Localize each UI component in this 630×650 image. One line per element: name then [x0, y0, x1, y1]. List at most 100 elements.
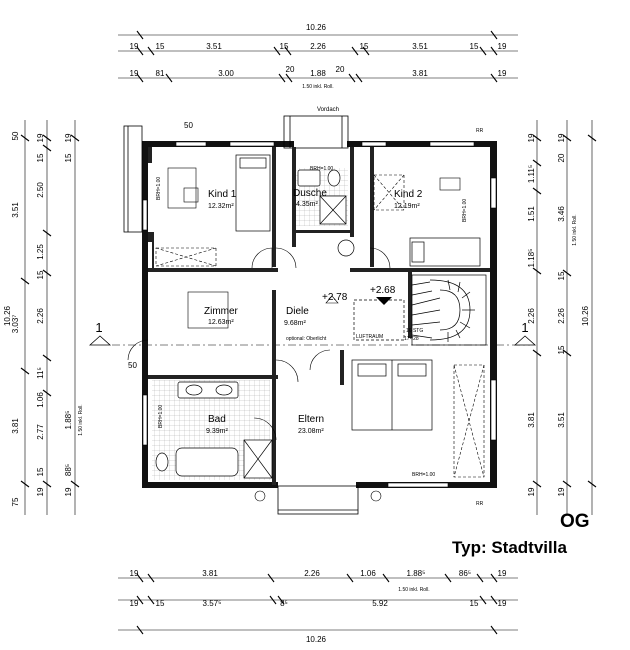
dim-left-mid: 19 15 2.50 1.25 15 2.26 11⁵ 1.06 2.77 15…	[36, 133, 45, 496]
svg-text:15: 15	[280, 42, 289, 51]
brh-eltern: BRH=1.00	[412, 472, 435, 478]
level-diele: +2.78	[322, 292, 348, 303]
svg-text:15: 15	[36, 270, 45, 279]
svg-text:20: 20	[336, 65, 345, 74]
svg-text:15: 15	[156, 42, 165, 51]
svg-text:3.51: 3.51	[206, 42, 222, 51]
room-kind2: Kind 2 12.19m²	[394, 189, 423, 210]
svg-text:15: 15	[470, 599, 479, 608]
staircase	[353, 274, 487, 346]
svg-text:Dusche: Dusche	[293, 188, 327, 199]
dimension-bottom	[118, 573, 518, 635]
svg-text:2.50: 2.50	[36, 182, 45, 198]
svg-text:1.06: 1.06	[36, 392, 45, 408]
room-eltern: Eltern 23.08m²	[298, 414, 324, 435]
dim-left-note: 1.50 inkl. Roll.	[78, 404, 84, 435]
svg-text:Bad: Bad	[208, 414, 226, 425]
dim-left-outer: 50 3.51 3.03⁷ 3.81 75	[11, 131, 20, 506]
svg-text:19: 19	[498, 569, 507, 578]
dim-left-inner: 19 15 1.88⁵ 88⁵ 19	[64, 133, 73, 496]
svg-text:88⁵: 88⁵	[64, 464, 73, 476]
svg-text:12.63m²: 12.63m²	[208, 319, 234, 326]
vordach-label: Vordach	[317, 107, 339, 113]
fifty-left: 50	[128, 361, 137, 370]
dim-right-mid: 19 1.11⁵ 1.51 1.18⁵ 2.26 3.81 19	[527, 133, 536, 496]
dim-right-total: 10.26	[581, 305, 590, 326]
section-marker-right: 1	[513, 320, 537, 346]
svg-text:15: 15	[470, 42, 479, 51]
svg-text:1.18⁵: 1.18⁵	[527, 249, 536, 268]
downpipe-left-icon	[254, 490, 266, 502]
left-balcony	[123, 125, 143, 233]
svg-text:19: 19	[527, 487, 536, 496]
svg-text:3.51: 3.51	[11, 202, 20, 218]
type-title: Typ: Stadtvilla	[452, 538, 567, 557]
svg-text:1.25: 1.25	[36, 244, 45, 260]
svg-text:19: 19	[498, 599, 507, 608]
svg-text:19: 19	[130, 69, 139, 78]
svg-text:4.35m²: 4.35m²	[296, 201, 318, 208]
svg-text:2.26: 2.26	[557, 308, 566, 324]
svg-text:1.88⁵: 1.88⁵	[64, 411, 73, 430]
svg-text:3.81: 3.81	[412, 69, 428, 78]
svg-text:11⁵: 11⁵	[36, 367, 45, 379]
level-stair: +2.68	[370, 285, 396, 296]
dim-right-note: 1.50 inkl. Roll.	[572, 214, 578, 245]
svg-text:1: 1	[521, 320, 528, 335]
svg-text:Eltern: Eltern	[298, 414, 324, 425]
dim-top-total: 10.26	[306, 23, 327, 32]
bath-fixtures	[155, 381, 273, 479]
windows	[142, 141, 497, 488]
dim-top-row1: 19 15 3.51 15 2.26 15 3.51 15 19	[130, 42, 507, 51]
room-dusche: Dusche 4.35m²	[293, 188, 327, 208]
luftraum-label: LUFTRAUM	[356, 334, 383, 340]
svg-text:2.26: 2.26	[304, 569, 320, 578]
downpipe-right-icon	[370, 490, 382, 502]
fifty-top: 50	[184, 121, 193, 130]
svg-text:15: 15	[360, 42, 369, 51]
svg-text:19: 19	[527, 133, 536, 142]
vordach	[283, 115, 349, 149]
svg-text:15: 15	[156, 599, 165, 608]
svg-text:1.06: 1.06	[360, 569, 376, 578]
room-kind1: Kind 1 12.32m²	[208, 189, 237, 210]
svg-text:19: 19	[64, 133, 73, 142]
svg-text:15: 15	[36, 467, 45, 476]
svg-text:12.19m²: 12.19m²	[394, 203, 420, 210]
svg-text:1.11⁵: 1.11⁵	[527, 165, 536, 183]
option-label: optional: Oberlicht	[286, 336, 327, 342]
svg-text:Kind 1: Kind 1	[208, 189, 237, 200]
svg-text:19: 19	[557, 487, 566, 496]
svg-text:3.51: 3.51	[412, 42, 428, 51]
room-zimmer: Zimmer 12.63m²	[204, 306, 239, 326]
svg-text:12.32m²: 12.32m²	[208, 203, 234, 210]
dim-left-total: 10.26	[3, 305, 12, 326]
svg-text:2.77: 2.77	[36, 424, 45, 440]
wardrobes	[155, 174, 485, 478]
rr-top: RR	[476, 128, 484, 134]
svg-text:3.81: 3.81	[202, 569, 218, 578]
svg-text:81: 81	[156, 69, 165, 78]
room-diele: Diele 9.68m²	[284, 306, 309, 327]
svg-text:Kind 2: Kind 2	[394, 189, 423, 200]
dimension-top	[118, 30, 518, 83]
svg-text:23.08m²: 23.08m²	[298, 428, 324, 435]
svg-text:15: 15	[36, 153, 45, 162]
svg-text:50: 50	[11, 131, 20, 140]
brh-kind1: BRH=1.00	[156, 177, 162, 200]
level-marker-diele-icon	[325, 295, 339, 304]
svg-text:19: 19	[498, 69, 507, 78]
svg-text:1.88: 1.88	[310, 69, 326, 78]
dim-bottom-total: 10.26	[306, 635, 327, 644]
svg-text:19: 19	[130, 599, 139, 608]
svg-text:19: 19	[130, 569, 139, 578]
svg-text:9.39m²: 9.39m²	[206, 428, 228, 435]
svg-text:1.88⁵: 1.88⁵	[407, 569, 426, 578]
brh-bad: BRH=1.00	[158, 405, 164, 428]
svg-text:8⁵: 8⁵	[280, 599, 288, 608]
svg-text:1.51: 1.51	[527, 206, 536, 222]
bottom-balcony	[277, 485, 359, 515]
svg-text:3.57⁵: 3.57⁵	[203, 599, 222, 608]
dimension-left	[20, 120, 80, 515]
